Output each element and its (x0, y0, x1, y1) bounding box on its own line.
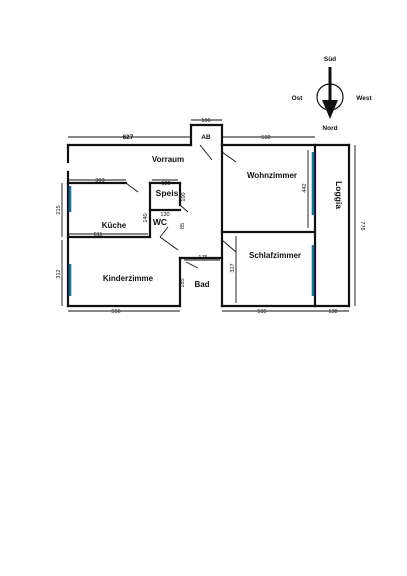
interior-walls (66, 143, 317, 308)
room-kueche-label: Küche (102, 221, 127, 230)
dim-kitchen-bottom: 611 (94, 232, 103, 238)
compass-east-label: Ost (292, 95, 304, 102)
room-labels: AB Vorraum Wohnzimmer Loggia Küche Speis… (102, 134, 344, 289)
room-bad-label: Bad (194, 280, 209, 289)
door-vorraum (199, 144, 213, 161)
room-speis-label: Speis (156, 188, 179, 198)
dim-wohn-height: 442 (302, 183, 308, 192)
dim-top-left: 627 (123, 134, 134, 141)
dim-kinder-left: 312 (56, 269, 62, 278)
room-vorraum-label: Vorraum (152, 155, 184, 164)
room-wohnzimmer-label: Wohnzimmer (247, 171, 297, 180)
dim-wc-width: 130 (160, 212, 169, 218)
dim-top-right: 532 (261, 135, 270, 141)
room-ab-label: AB (201, 134, 211, 141)
compass-south-label: Süd (324, 56, 336, 63)
door-wc (159, 226, 169, 238)
dim-bottom-left: 556 (111, 309, 120, 315)
dim-wc-door: 85 (180, 223, 186, 229)
dim-ab-width: 106 (201, 118, 210, 124)
dim-loggia-height: 776 (359, 221, 365, 230)
windows (68, 152, 315, 296)
door-speis (179, 204, 189, 213)
door-kinderzimmer (159, 236, 179, 251)
door-schlafzimmer (221, 239, 237, 253)
compass-arrow-head-icon (322, 100, 338, 119)
dimension-lines (61, 119, 356, 312)
outer-walls (66, 123, 317, 308)
compass-west-label: West (356, 95, 372, 102)
dim-speis-height: 100 (181, 192, 187, 201)
dim-kitchen-width: 303 (95, 178, 104, 184)
room-wc-label: WC (153, 217, 167, 227)
dim-bad-height: 185 (180, 278, 186, 287)
room-kinderzimmer-label: Kinderzimme (103, 274, 154, 283)
dim-bottom-middle: 535 (257, 309, 266, 315)
dim-bad-width: 175 (198, 255, 207, 261)
room-loggia-label: Loggia (334, 181, 344, 209)
dimension-labels: 106 627 532 303 130 100 130 140 85 215 6… (56, 118, 365, 315)
dim-wc-height: 140 (143, 213, 149, 222)
loggia-walls (313, 143, 351, 308)
compass-north-label: Nord (322, 125, 337, 132)
dim-bottom-right: 138 (328, 309, 337, 315)
dim-kitchen-left: 215 (56, 205, 62, 214)
room-schlafzimmer-label: Schlafzimmer (249, 251, 301, 260)
door-bad (185, 261, 199, 269)
door-wohnzimmer (221, 151, 237, 163)
door-kueche (125, 182, 139, 193)
doors (125, 144, 237, 269)
dim-schlaf-height: 317 (230, 263, 236, 272)
dim-speis-width: 130 (161, 181, 170, 187)
compass: Süd Ost West Nord (292, 56, 373, 132)
